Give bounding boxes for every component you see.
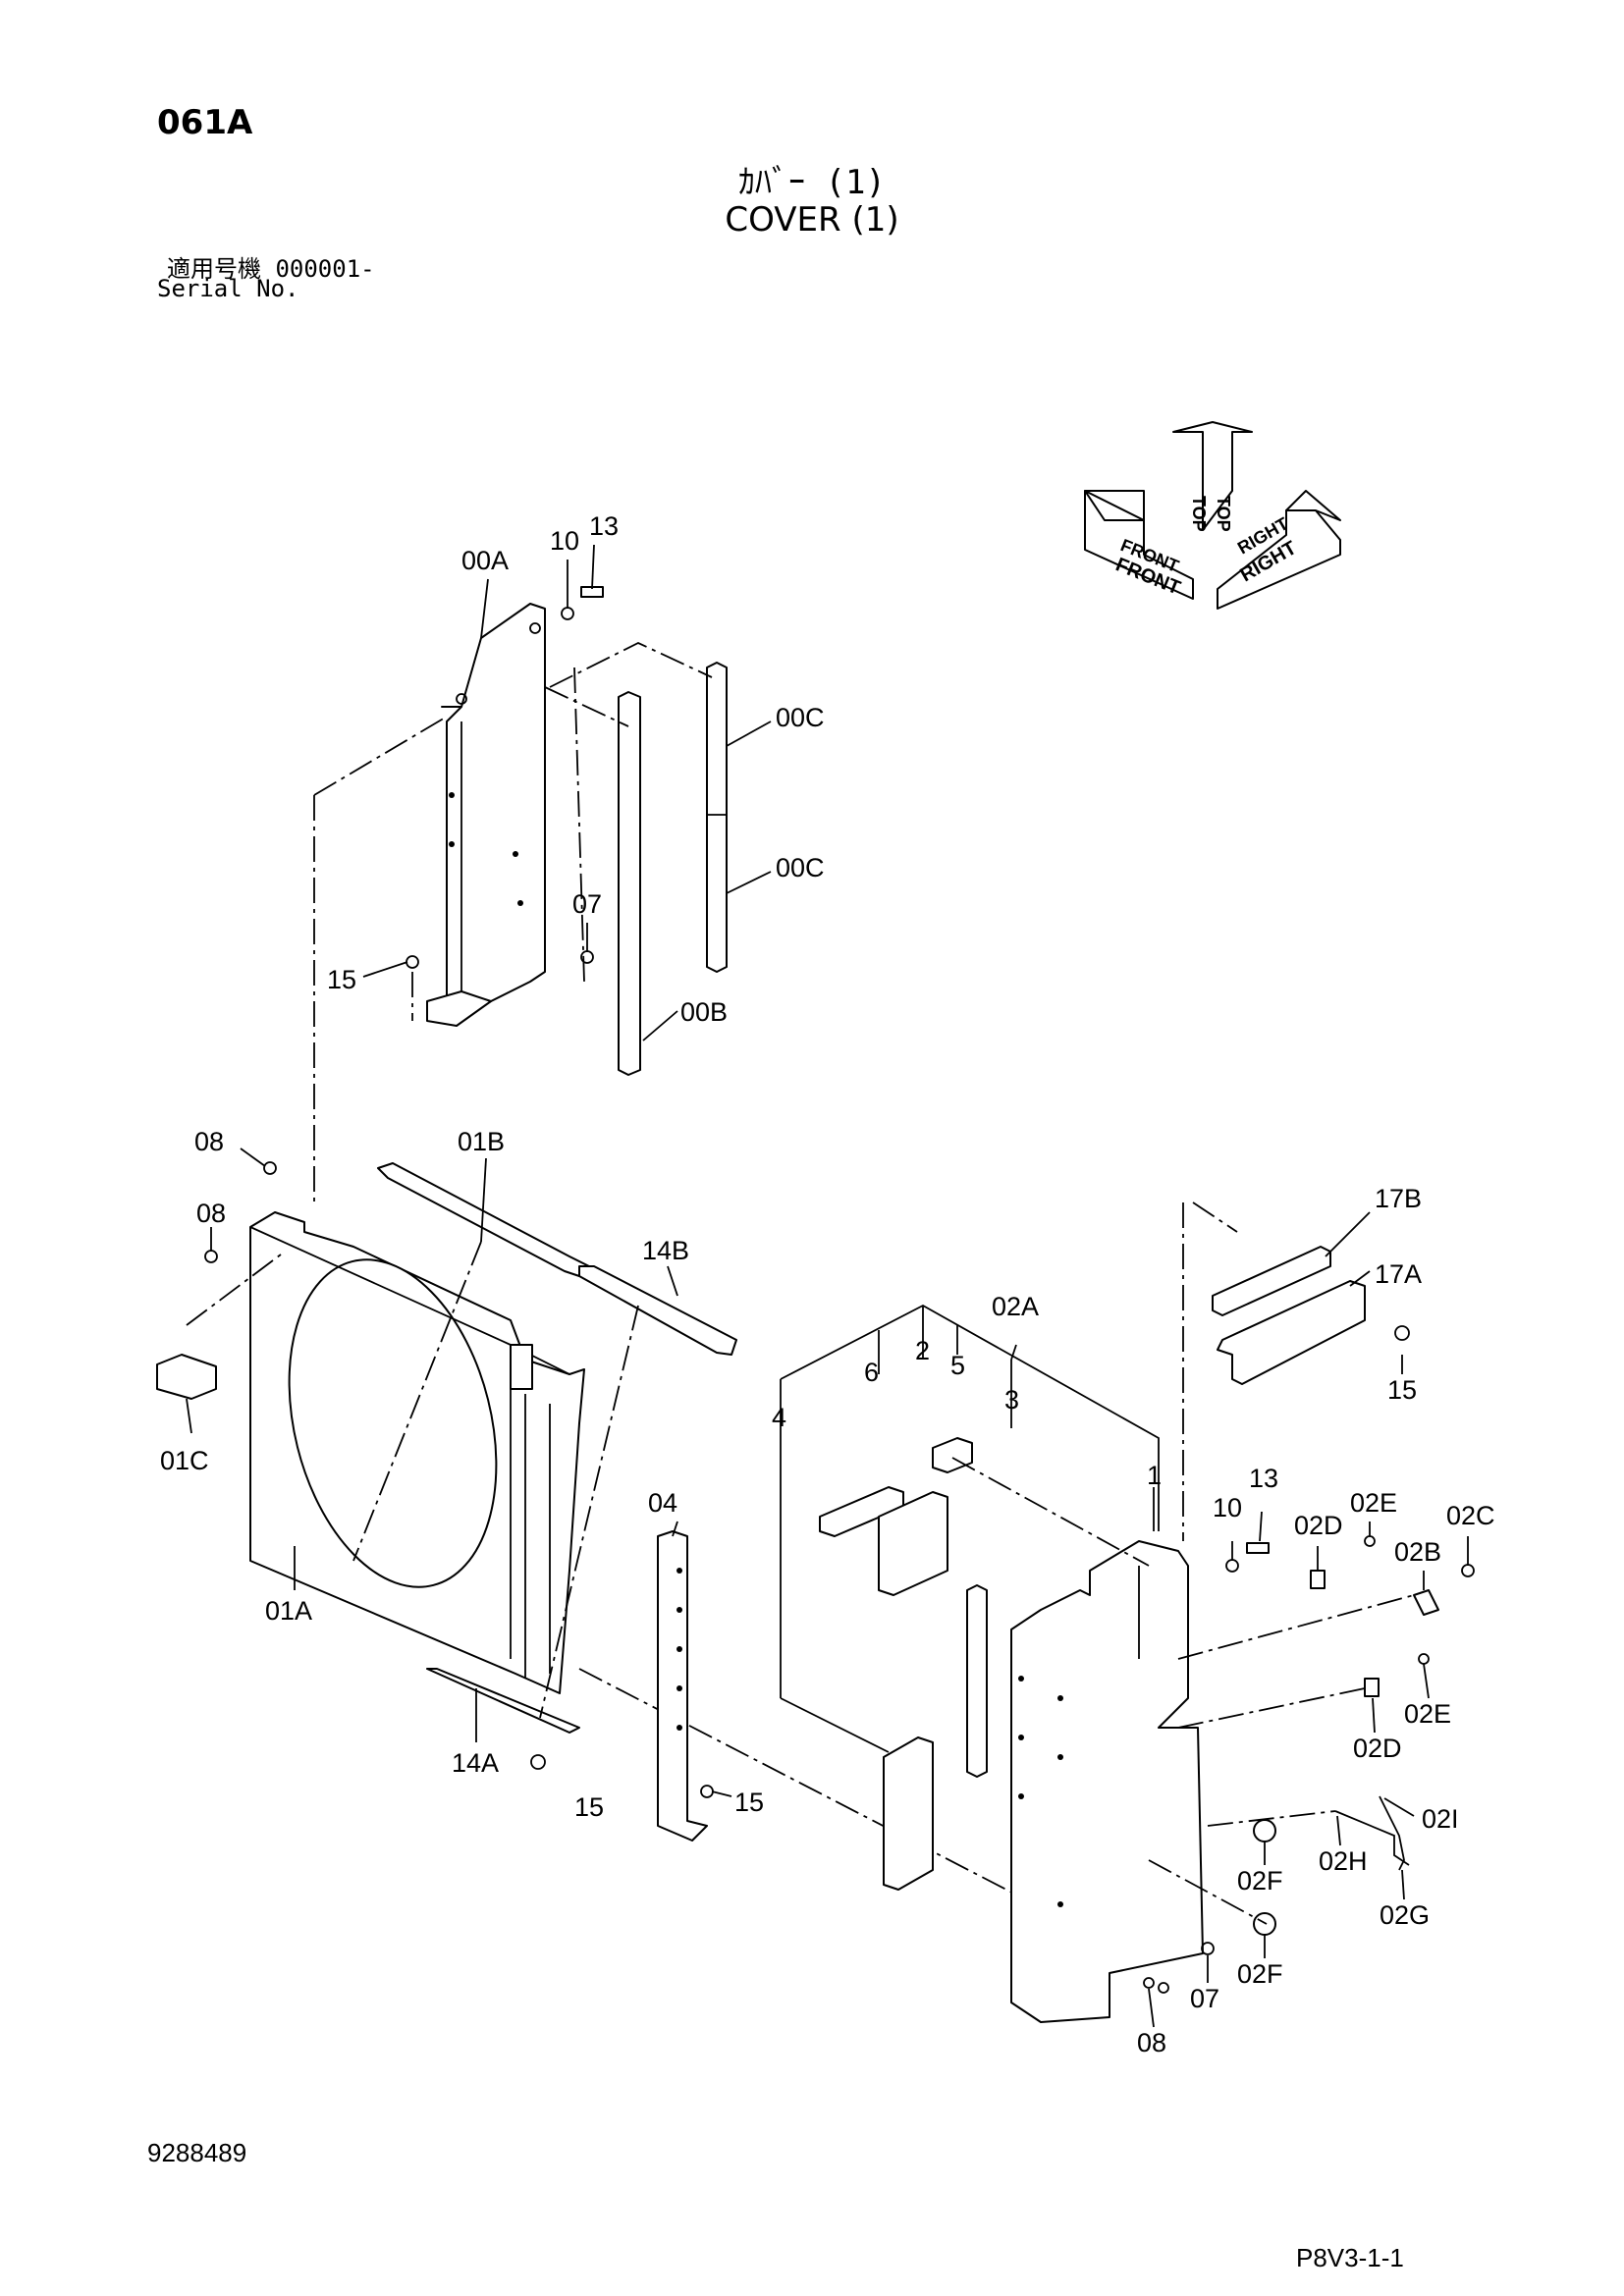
label-02d-upper: 02D xyxy=(1294,1511,1343,1540)
top-arrow xyxy=(1172,421,1253,531)
rod-02h xyxy=(1334,1810,1410,1866)
bolt-15-left xyxy=(530,1754,546,1770)
label-1: 1 xyxy=(1147,1461,1162,1490)
label-15-right: 15 xyxy=(1387,1375,1417,1405)
label-17b: 17B xyxy=(1375,1184,1422,1213)
label-6: 6 xyxy=(864,1358,879,1387)
label-17a: 17A xyxy=(1375,1259,1422,1289)
grommet-02f-lower xyxy=(1253,1912,1276,1936)
clip-02d-upper xyxy=(1310,1570,1326,1589)
part-5-block xyxy=(932,1437,973,1473)
label-00a: 00A xyxy=(461,546,509,575)
screw-02e-lower xyxy=(1418,1653,1430,1665)
leader-lines xyxy=(186,544,1469,2028)
part-14a-plate xyxy=(426,1668,580,1734)
label-08-lower: 08 xyxy=(1137,2028,1166,2057)
label-14b: 14B xyxy=(642,1236,689,1265)
part-17b-strip xyxy=(1212,1246,1331,1316)
right-arrow-top xyxy=(1285,490,1341,521)
top-label-1: TOP xyxy=(1189,496,1209,532)
grommet-02f-upper xyxy=(1253,1819,1276,1842)
screw-02e-upper xyxy=(1364,1535,1376,1547)
drawing-number: 9288489 xyxy=(147,2138,247,2167)
page-code: 061A xyxy=(157,103,253,142)
bolt-15-mid xyxy=(700,1785,714,1798)
bolt-08-b xyxy=(204,1250,218,1263)
label-02a: 02A xyxy=(992,1292,1039,1321)
label-08-a: 08 xyxy=(194,1127,224,1156)
label-00b: 00B xyxy=(680,997,728,1027)
label-3: 3 xyxy=(1004,1385,1019,1415)
label-02b: 02B xyxy=(1394,1537,1441,1567)
label-15-left: 15 xyxy=(574,1792,604,1822)
label-02f-upper: 02F xyxy=(1237,1866,1283,1896)
bolt-15-upper xyxy=(406,955,419,969)
serial-range-japanese: 適用号機 000001- xyxy=(167,255,375,283)
label-02f-lower: 02F xyxy=(1237,1959,1283,1989)
part-labels: 00A 10 13 00C 00C 07 15 00B 08 08 01B 14… xyxy=(160,511,1495,2057)
label-10-upper: 10 xyxy=(550,526,579,556)
label-15-mid: 15 xyxy=(734,1788,764,1817)
bolt-15-right xyxy=(1394,1325,1410,1341)
part-00c-strip xyxy=(706,662,728,973)
label-5: 5 xyxy=(950,1351,965,1380)
part-01b-plate xyxy=(377,1162,590,1277)
front-arrow-top xyxy=(1084,490,1145,521)
label-00c-lower: 00C xyxy=(776,853,825,882)
label-01c: 01C xyxy=(160,1446,209,1475)
part-00b-strip xyxy=(618,691,641,1076)
label-02i: 02I xyxy=(1422,1804,1459,1834)
label-02e-upper: 02E xyxy=(1350,1488,1397,1518)
part-04-post xyxy=(657,1530,708,1842)
nut-02c xyxy=(1461,1564,1475,1577)
label-4: 4 xyxy=(772,1403,786,1432)
part-02a-bracket-lines xyxy=(780,1304,1160,1531)
label-02g: 02G xyxy=(1380,1900,1430,1930)
bolt-13-lower xyxy=(1246,1542,1270,1554)
orientation-indicator: FRONT FRONT TOP TOP RIGHT RIGHT xyxy=(1084,421,1341,610)
bolt-08-a xyxy=(263,1161,277,1175)
part-3-strip xyxy=(966,1584,988,1778)
page-reference: P8V3-1-1 xyxy=(1296,2243,1404,2272)
label-02h: 02H xyxy=(1319,1846,1368,1876)
label-02e-lower: 02E xyxy=(1404,1699,1451,1729)
washer-10-lower xyxy=(1225,1559,1239,1573)
part-01a-shroud xyxy=(249,1211,585,1694)
part-02a-panel xyxy=(1010,1540,1204,2023)
label-2: 2 xyxy=(915,1336,930,1365)
label-07-lower: 07 xyxy=(1190,1984,1219,2013)
nut-07-lower xyxy=(1201,1942,1215,1955)
bolt-08-lower-b xyxy=(1158,1982,1169,1994)
label-02d-lower: 02D xyxy=(1353,1734,1402,1763)
label-01a: 01A xyxy=(265,1596,312,1626)
part-01c-block xyxy=(156,1354,217,1400)
washer-10-upper xyxy=(561,607,574,620)
title-japanese: ｶﾊﾞｰ (1) xyxy=(738,163,886,202)
label-04: 04 xyxy=(648,1488,677,1518)
label-10-lower: 10 xyxy=(1213,1493,1242,1522)
rod-02g xyxy=(1379,1795,1405,1871)
part-14b-plate xyxy=(578,1265,737,1356)
label-13-upper: 13 xyxy=(589,511,619,541)
part-2-pad xyxy=(878,1491,948,1596)
label-14a: 14A xyxy=(452,1748,499,1778)
label-01b: 01B xyxy=(458,1127,505,1156)
label-13-lower: 13 xyxy=(1249,1464,1278,1493)
right-arrow-face xyxy=(1217,509,1341,610)
label-02c: 02C xyxy=(1446,1501,1495,1530)
title-english: COVER (1) xyxy=(725,200,899,240)
label-07-upper: 07 xyxy=(572,889,602,919)
part-00a-bracket xyxy=(426,603,546,1027)
label-08-b: 08 xyxy=(196,1199,226,1228)
top-label-2: TOP xyxy=(1214,496,1233,532)
bolt-08-lower-a xyxy=(1143,1977,1155,1989)
bracket-02b xyxy=(1413,1589,1439,1616)
clip-02d-lower xyxy=(1364,1678,1380,1697)
label-00c-upper: 00C xyxy=(776,703,825,732)
part-4-pad xyxy=(883,1736,934,1891)
serial-label: Serial No. xyxy=(157,275,299,302)
label-15-upper: 15 xyxy=(327,965,356,994)
